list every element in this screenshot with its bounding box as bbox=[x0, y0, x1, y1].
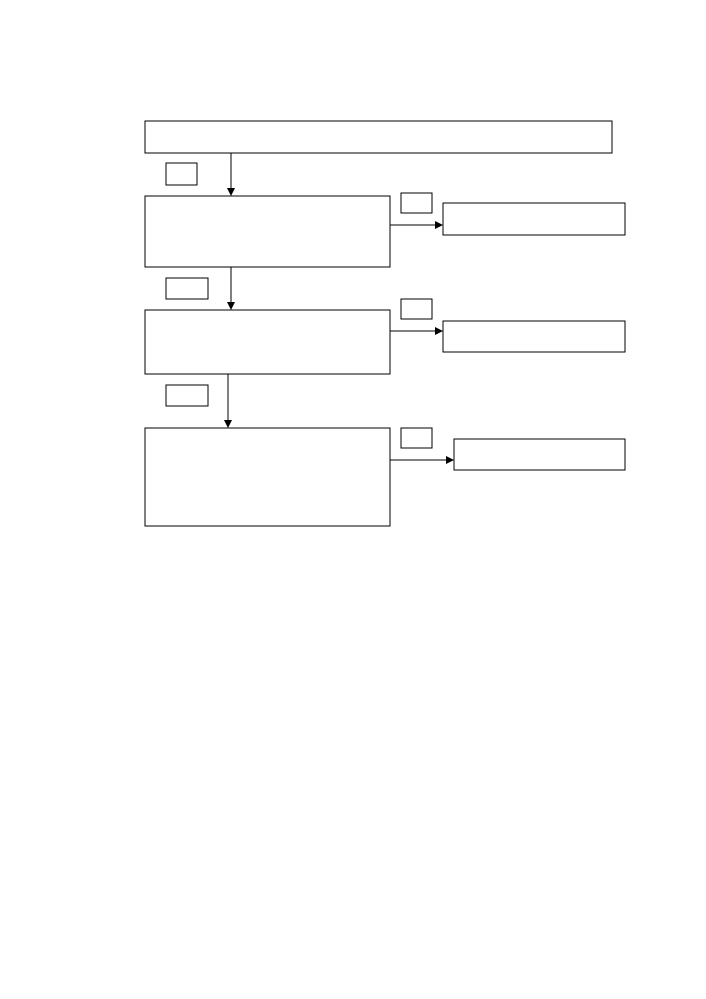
condition-label-2 bbox=[165, 277, 209, 300]
branch-label-2 bbox=[400, 298, 433, 320]
branch-label-1 bbox=[400, 192, 433, 214]
outcome-node-3 bbox=[453, 438, 626, 471]
condition-label-3 bbox=[165, 384, 209, 407]
outcome-node-1 bbox=[442, 202, 626, 236]
branch-label-3 bbox=[400, 427, 433, 449]
step-node-3 bbox=[144, 427, 391, 527]
condition-label-1 bbox=[165, 162, 198, 186]
step-node-2 bbox=[144, 309, 391, 375]
step-node-1 bbox=[144, 195, 391, 268]
title-node bbox=[144, 120, 613, 154]
outcome-node-2 bbox=[442, 320, 626, 353]
